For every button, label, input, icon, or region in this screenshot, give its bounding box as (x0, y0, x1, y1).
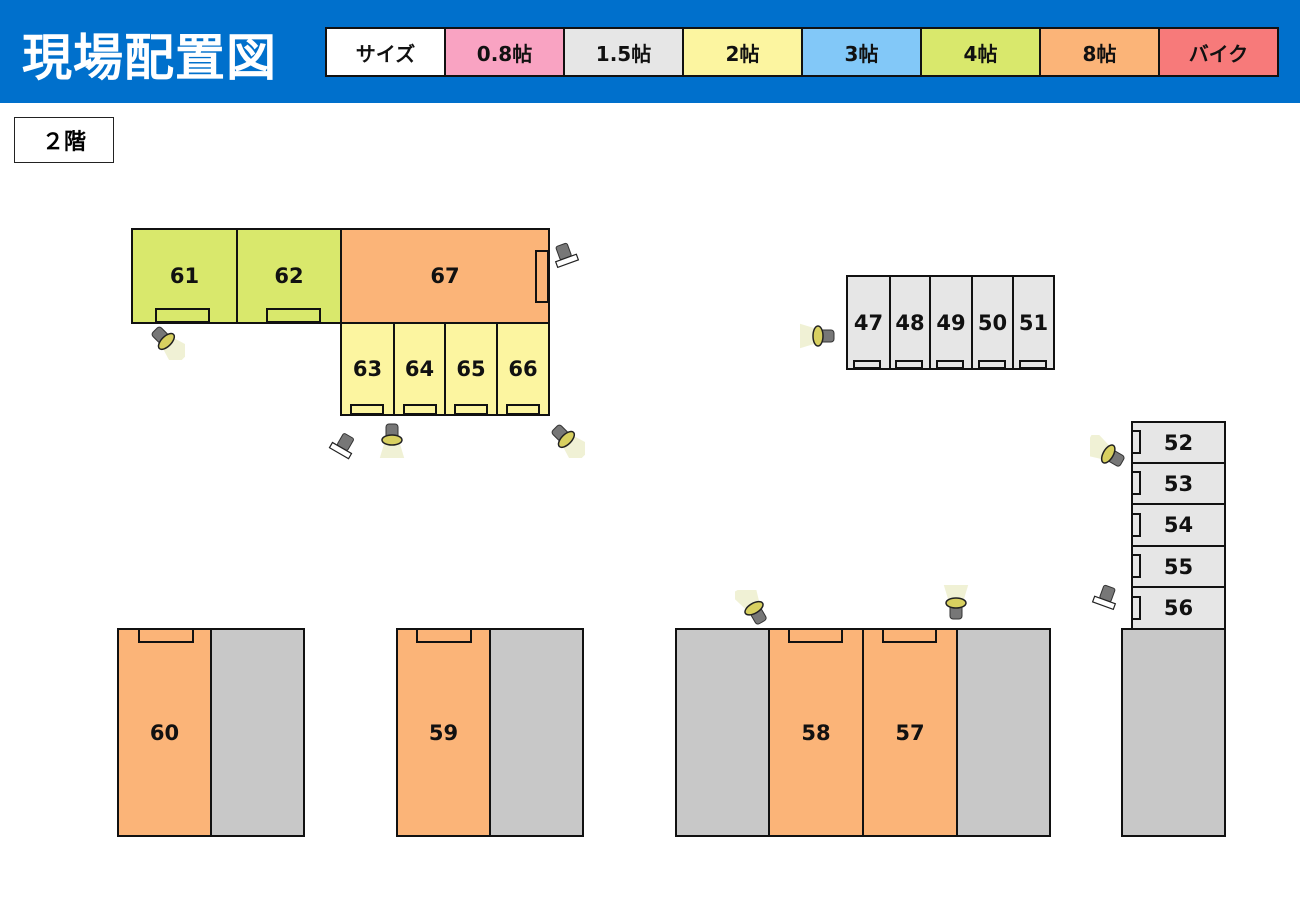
unit-unnumbered (489, 628, 584, 837)
unit-50[interactable]: 50 (971, 275, 1014, 370)
spotlight-icon (145, 320, 185, 360)
legend-bike: バイク (1158, 29, 1277, 75)
door (1131, 554, 1141, 578)
door (895, 360, 923, 369)
spotlight-icon (377, 423, 407, 458)
unit-47[interactable]: 47 (846, 275, 891, 370)
legend-3: 3帖 (801, 29, 920, 75)
door (882, 628, 937, 643)
door (1131, 513, 1141, 537)
unit-59[interactable]: 59 (396, 628, 491, 837)
legend-size: サイズ (327, 29, 444, 75)
legend-8: 8帖 (1039, 29, 1158, 75)
door (138, 628, 194, 643)
door (416, 628, 472, 643)
size-legend: サイズ 0.8帖 1.5帖 2帖 3帖 4帖 8帖 バイク (325, 27, 1279, 77)
spotlight-off-icon (328, 429, 360, 460)
unit-49[interactable]: 49 (929, 275, 973, 370)
unit-60[interactable]: 60 (117, 628, 212, 837)
unit-53[interactable]: 53 (1131, 462, 1226, 505)
door (155, 308, 210, 323)
spotlight-icon (1090, 435, 1130, 475)
door (350, 404, 384, 415)
spotlight-icon (800, 321, 835, 351)
door (978, 360, 1006, 369)
door (936, 360, 964, 369)
unit-66[interactable]: 66 (496, 322, 550, 416)
unit-65[interactable]: 65 (444, 322, 498, 416)
unit-48[interactable]: 48 (889, 275, 931, 370)
spotlight-icon (941, 585, 971, 620)
unit-57[interactable]: 57 (862, 628, 958, 837)
door (1131, 471, 1141, 495)
door (454, 404, 488, 415)
door (853, 360, 881, 369)
door (266, 308, 321, 323)
unit-56[interactable]: 56 (1131, 586, 1226, 630)
unit-58[interactable]: 58 (768, 628, 864, 837)
door (535, 250, 549, 303)
unit-55[interactable]: 55 (1131, 545, 1226, 588)
unit-67[interactable]: 67 (340, 228, 550, 324)
spotlight-icon (545, 418, 585, 458)
floor-label: ２階 (14, 117, 114, 163)
unit-unnumbered (210, 628, 305, 837)
door (1131, 430, 1141, 454)
legend-4: 4帖 (920, 29, 1039, 75)
spotlight-off-icon (550, 240, 579, 269)
legend-1.5: 1.5帖 (563, 29, 682, 75)
unit-63[interactable]: 63 (340, 322, 395, 416)
header: 現場配置図 サイズ 0.8帖 1.5帖 2帖 3帖 4帖 8帖 バイク (0, 0, 1300, 103)
unit-unnumbered (956, 628, 1051, 837)
unit-52[interactable]: 52 (1131, 421, 1226, 464)
door (403, 404, 437, 415)
legend-2: 2帖 (682, 29, 801, 75)
unit-unnumbered (675, 628, 770, 837)
spotlight-off-icon (1092, 582, 1121, 611)
spotlight-icon (735, 590, 775, 630)
legend-0.8: 0.8帖 (444, 29, 563, 75)
door (788, 628, 843, 643)
door (1131, 596, 1141, 620)
unit-unnumbered (1121, 628, 1226, 837)
door (1019, 360, 1047, 369)
unit-64[interactable]: 64 (393, 322, 446, 416)
unit-54[interactable]: 54 (1131, 503, 1226, 547)
page-title: 現場配置図 (22, 29, 277, 87)
unit-51[interactable]: 51 (1012, 275, 1055, 370)
door (506, 404, 540, 415)
